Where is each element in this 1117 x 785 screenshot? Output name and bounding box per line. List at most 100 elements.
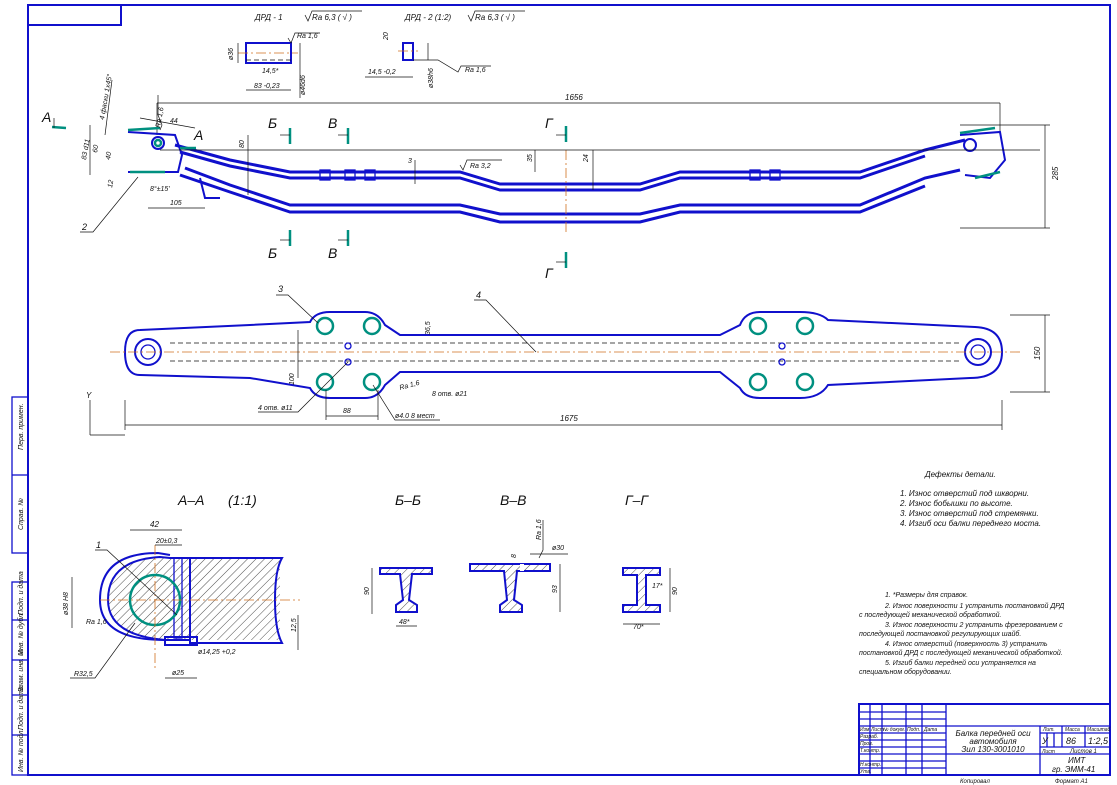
column-header: Дата [923, 727, 937, 733]
dimension: ø46d6 [300, 75, 307, 95]
title-block: Изм Лист № докум. Подп. Дата Разраб. Про… [858, 703, 1111, 785]
roughness-label: Ra 6,3 ( √ ) [475, 13, 515, 22]
roughness-label: Ra 1,6 [536, 519, 543, 540]
section-mark-v: В [328, 245, 337, 261]
dimension: 17* [652, 583, 663, 590]
section-gg: Г–Г 17* 90 70* [622, 492, 679, 631]
note: 4. Износ отверстий (поверхность 3) устра… [885, 640, 1048, 648]
dimension: 8 [511, 554, 518, 558]
section-mark-g: Г [545, 265, 554, 281]
section-scale: (1:1) [228, 492, 257, 508]
section-vv: В–В 8 Ra 1,6 ø30 93 [469, 492, 568, 613]
dimension: ø14,25 +0,2 [198, 649, 236, 656]
dimension: ø38h6 [428, 68, 435, 88]
dimension: 105 [170, 200, 182, 207]
drd2-title: ДРД - 2 (1:2) [404, 13, 452, 22]
sheet-label: Лист [1041, 749, 1055, 755]
roughness-label: Ra 1,6 [465, 67, 486, 74]
stamp: Инв. № подл. [17, 729, 25, 772]
section-title: А–А [177, 492, 204, 508]
column-header: № докум. [883, 727, 905, 733]
dimension: 36,5 [425, 321, 432, 335]
letter-value: У [1041, 736, 1049, 746]
plan-view: 1675 150 88 100 36,5 4 отв. ø11 8 отв. ø… [110, 284, 1050, 430]
section-bb: Б–Б 90 48* [364, 492, 433, 627]
dimension: 35 [527, 154, 534, 162]
column-header: Лит. [1042, 727, 1055, 733]
leader-label: 1 [96, 540, 101, 550]
row-label: Разраб. [860, 734, 878, 740]
defects-title: Дефекты детали. [924, 470, 996, 479]
roughness-label: Ra 1,6 [297, 33, 318, 40]
dimension: 83 d11 [81, 138, 92, 160]
dimension: 48* [399, 619, 410, 626]
column-header: Подп. [907, 727, 920, 733]
roughness-label: Ra 1,6 [399, 380, 421, 392]
format-label: Формат А1 [1055, 779, 1088, 785]
part-name: Балка передней оси [955, 729, 1031, 738]
section-aa: А–А (1:1) 42 20±0,3 1 ø38 H8 Ra 1,6 R32,… [63, 492, 300, 679]
part-name: автомобиля [969, 737, 1017, 746]
callout: ø4.0 8 мест [395, 413, 435, 420]
side-stamps: Перв. примен. Справ. № Подп. и дата Инв.… [11, 396, 29, 776]
note: 2. Износ поверхности 1 устранить постано… [884, 602, 1064, 610]
callout: 8 отв. ø21 [432, 391, 467, 398]
dimension: 1675 [560, 414, 578, 423]
dimension: 285 [1051, 166, 1060, 181]
scale-value: 1:2,5 [1088, 736, 1109, 746]
dimension: 100 [289, 373, 296, 385]
section-title: В–В [500, 492, 526, 508]
dimension: 90 [364, 587, 371, 595]
dimension: 20 [383, 32, 390, 41]
stamp: Инв. № дубл. [17, 612, 25, 655]
note: 3. Износ поверхности 2 устранить фрезеро… [885, 622, 1063, 629]
leader-label: 4 [476, 290, 481, 300]
note: последующей постановкой регулирующих шай… [859, 630, 1021, 638]
dimension: 70* [633, 624, 644, 631]
section-mark-a: А [41, 109, 51, 125]
dimension: ø25 [172, 670, 184, 677]
dimension: 90 [672, 587, 679, 595]
group: гр. ЭММ-41 [1052, 765, 1095, 774]
dimension: 8°±15' [150, 185, 170, 193]
section-mark-v: В [328, 115, 337, 131]
section-title: Г–Г [625, 492, 649, 508]
drd1-roughness: Ra 6,3 ( √ ) [312, 13, 352, 22]
roughness-label: Ra 1,6 [86, 619, 107, 626]
section-mark-b: Б [268, 115, 277, 131]
section-mark-g: Г [545, 115, 554, 131]
dimension: 60 [92, 144, 100, 153]
organization: ИМТ [1068, 756, 1086, 765]
defect-item: 3. Износ отверстий под стремянки. [900, 509, 1039, 518]
dimension: 12,5 [291, 618, 298, 632]
part-number: Зил 130-3001010 [961, 745, 1025, 754]
section-mark-a: А [193, 127, 203, 143]
leader-label: 3 [278, 284, 283, 294]
section-title: Б–Б [395, 492, 421, 508]
note: с последующей механической обработкой. [859, 611, 1001, 619]
column-header: Масштаб [1087, 727, 1111, 733]
dimension: ø38 H8 [63, 592, 70, 615]
technical-notes: 1. *Размеры для справок. 2. Износ поверх… [859, 591, 1064, 676]
dimension: ø36 [228, 48, 235, 60]
stamp: Справ. № [18, 498, 25, 530]
dimension: 12 [107, 179, 115, 188]
dimension: 150 [1033, 346, 1042, 360]
row-label: Утв. [860, 769, 871, 775]
dimension: 24 [583, 154, 590, 163]
stamp: Взам. инв. № [18, 648, 25, 692]
drd1-title: ДРД - 1 [254, 13, 283, 22]
axis-label: Y [86, 391, 92, 400]
stamp: Подп. и дата [17, 571, 25, 615]
column-header: Изм [860, 727, 870, 733]
defect-item: 4. Изгиб оси балки переднего моста. [900, 519, 1041, 528]
dimension: 80 [239, 140, 246, 148]
note: 1. *Размеры для справок. [885, 591, 968, 599]
mass-value: 86 [1066, 736, 1076, 746]
note: постановкой ДРД с последующей механическ… [859, 649, 1063, 657]
drd1-view: ДРД - 1 Ra 6,3 ( √ ) Ra 1,6 ø36 14,5* 83… [228, 10, 362, 98]
column-header: Лист [870, 727, 884, 733]
stamp: Перв. примен. [18, 403, 25, 450]
row-label: Н.контр. [860, 762, 881, 768]
